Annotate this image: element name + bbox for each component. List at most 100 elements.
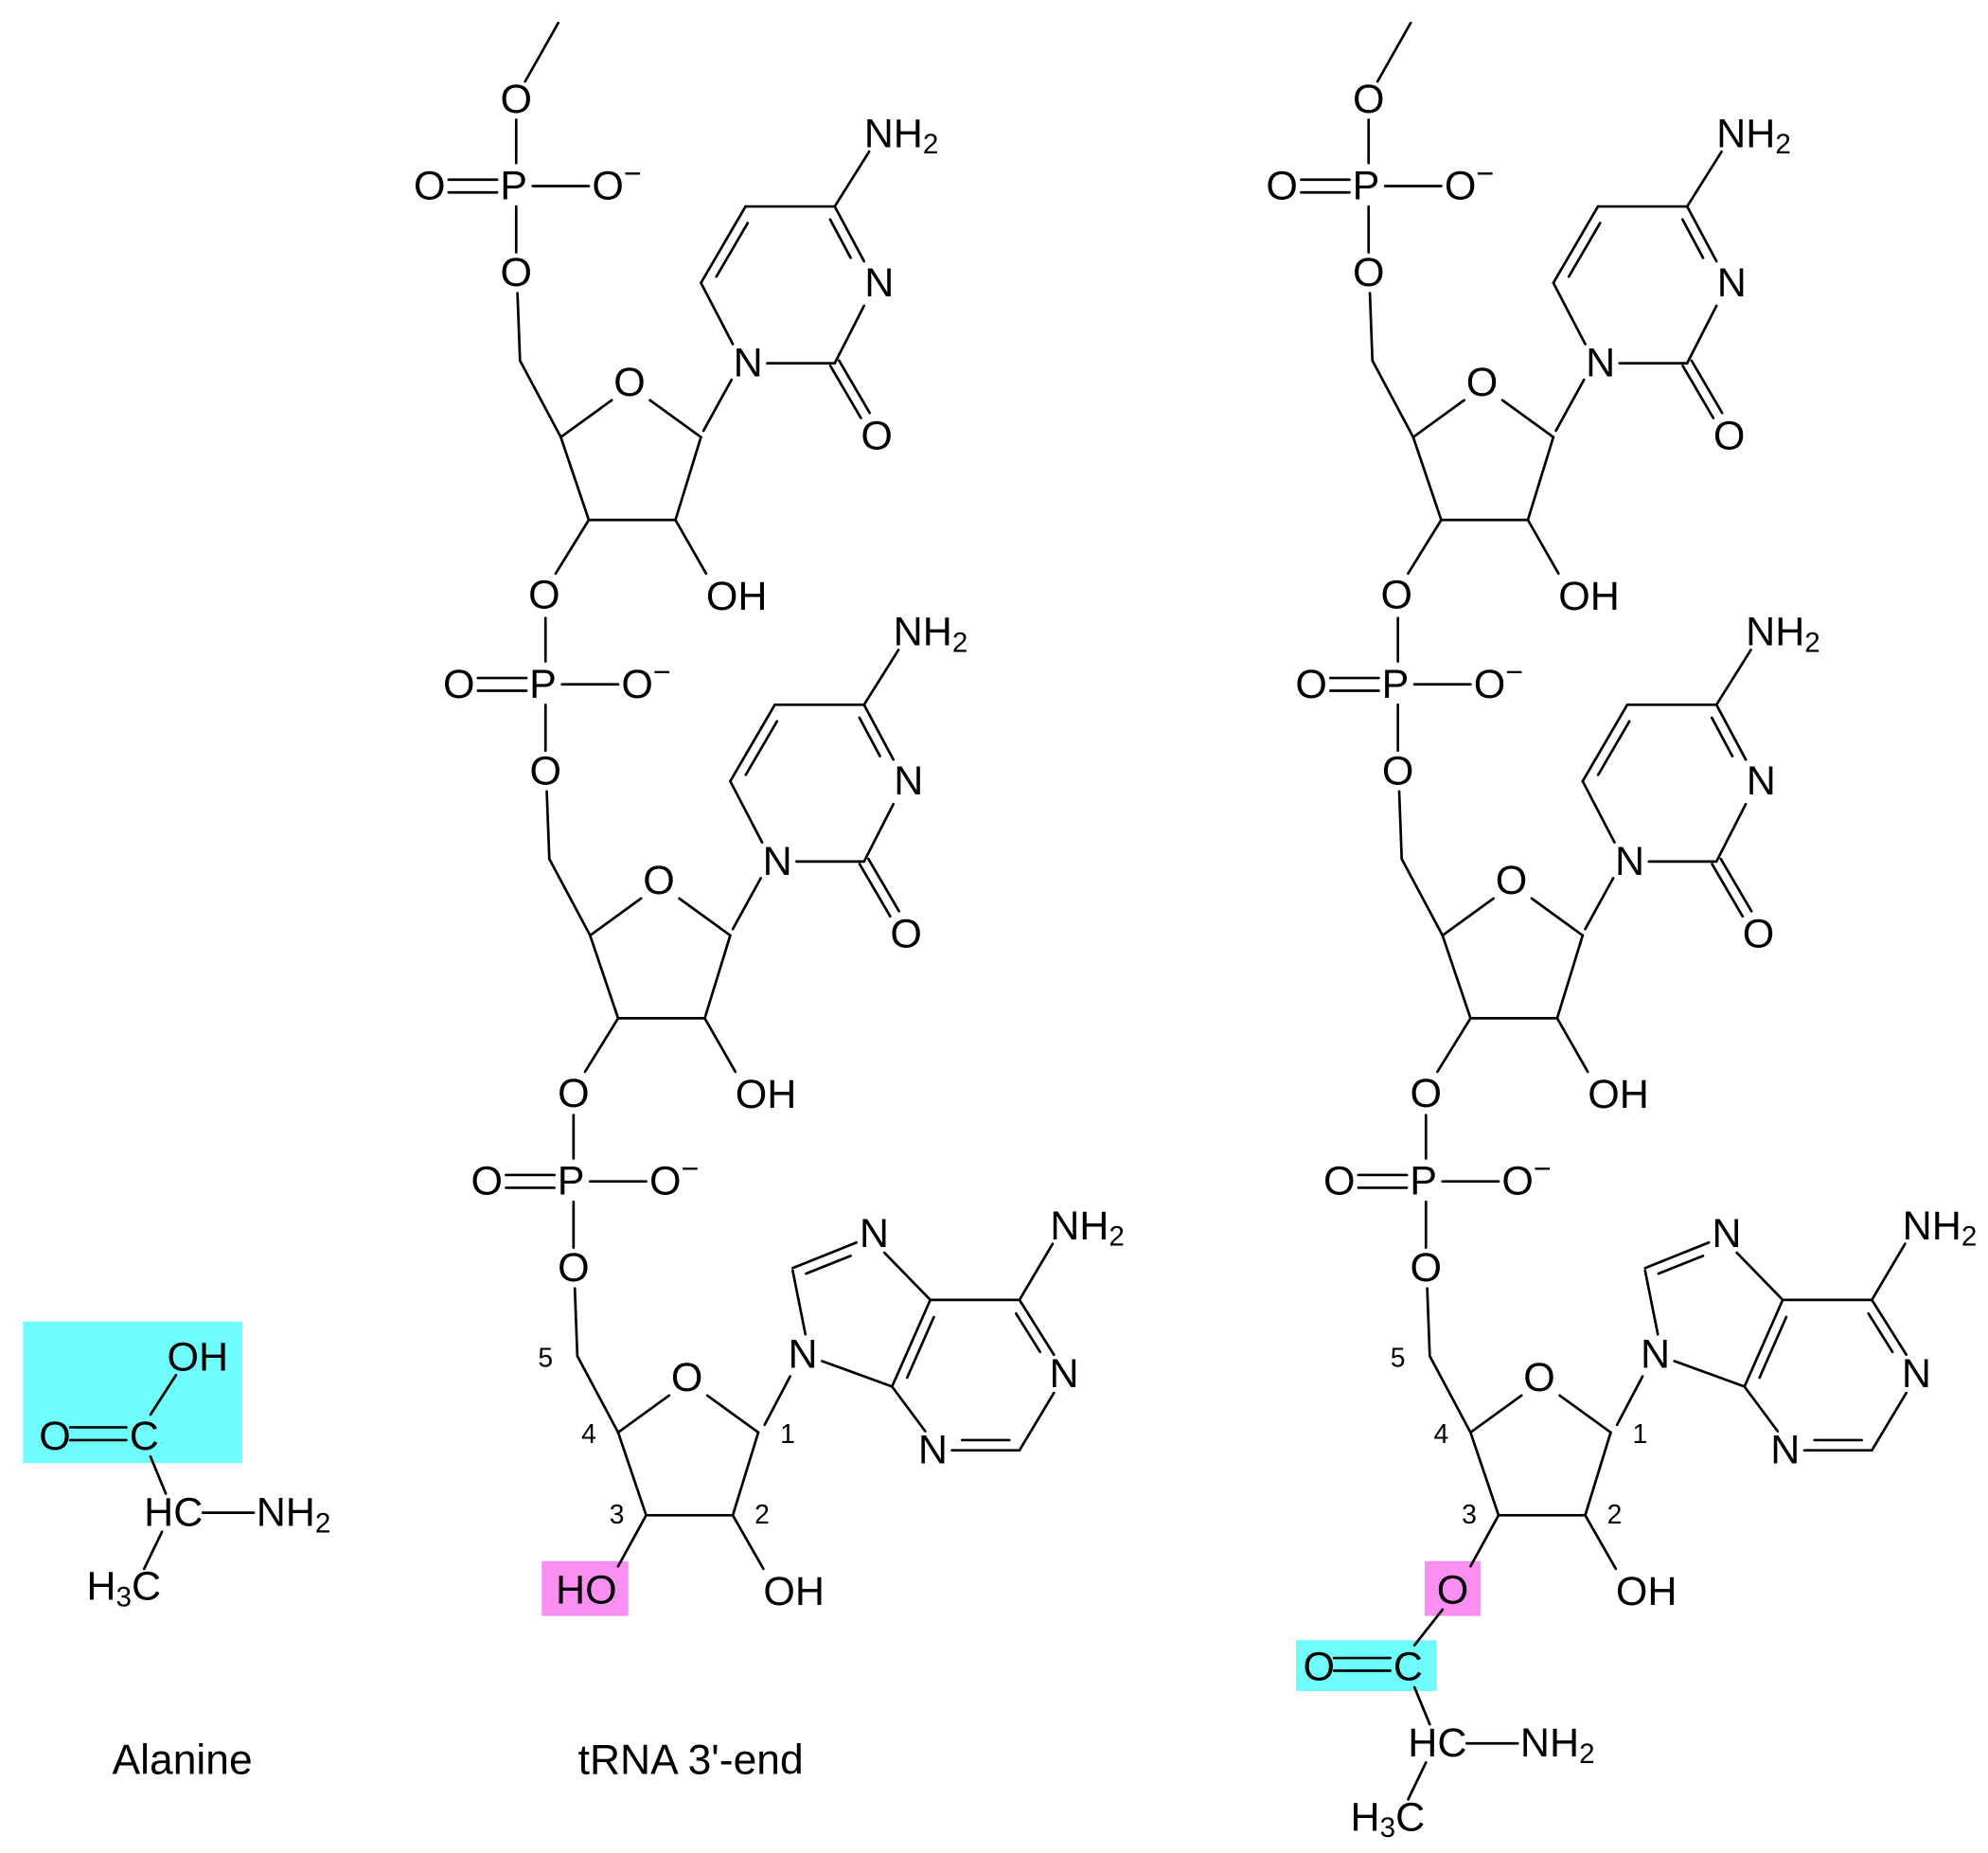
bonds — [68, 21, 1908, 1801]
ribose-number-2: 2 — [1607, 1499, 1623, 1529]
bond — [1681, 364, 1715, 419]
bond — [648, 399, 702, 439]
bond — [142, 1530, 164, 1571]
caption-trna-3-end: tRNA 3'-end — [578, 1737, 804, 1784]
bond — [1397, 790, 1404, 861]
oxide-label: O− — [592, 156, 641, 208]
hydroxyl-label: OH — [1558, 574, 1620, 619]
oxygen-label: O — [1295, 662, 1327, 707]
bond — [554, 518, 591, 576]
bond — [858, 863, 892, 918]
oxygen-label: O — [558, 1071, 590, 1116]
bond — [1555, 1017, 1589, 1074]
bond — [1710, 716, 1734, 757]
bond — [1552, 205, 1600, 285]
bond — [1581, 703, 1629, 783]
oxygen-label: O — [1743, 912, 1775, 957]
bond — [862, 649, 900, 706]
oxygen-label: O — [1713, 413, 1746, 458]
hydroxyl-label: OH — [763, 1569, 825, 1614]
bond — [1711, 863, 1745, 918]
bond — [1018, 1242, 1055, 1302]
ring-oxygen-label: O — [1466, 360, 1499, 405]
bond — [678, 897, 732, 937]
nitrogen-label: N — [1641, 1332, 1670, 1378]
carbon-label: C — [1393, 1644, 1423, 1689]
bond — [1469, 1394, 1523, 1434]
bond — [1743, 1298, 1784, 1388]
bond — [858, 716, 881, 757]
bond — [616, 1394, 671, 1434]
oxygen-label: O — [443, 662, 475, 707]
bond — [867, 857, 901, 913]
amino-label: NH2​ — [1716, 111, 1791, 159]
bond — [833, 150, 871, 208]
phosphorus-label: P — [1353, 164, 1380, 209]
bond — [828, 218, 852, 259]
amino-label: NH2​ — [864, 111, 939, 159]
bond — [149, 1373, 178, 1416]
bond — [1554, 378, 1586, 433]
ribose-number-1: 1 — [780, 1418, 795, 1449]
bond — [1867, 1311, 1894, 1354]
bond — [1735, 1251, 1784, 1302]
methyl-label: H3​C — [1351, 1794, 1426, 1843]
bond — [1584, 1513, 1618, 1571]
bond — [1714, 802, 1748, 864]
bond — [731, 1431, 760, 1517]
bond — [890, 1385, 927, 1433]
amino-label: NH2​ — [1520, 1720, 1595, 1769]
bond — [1436, 1017, 1472, 1074]
amino-label: NH2​ — [1746, 610, 1820, 658]
bond — [833, 304, 866, 365]
oxygen-label: O — [471, 1159, 503, 1204]
bond — [1685, 205, 1718, 263]
bond — [674, 518, 708, 576]
ribose-number-5: 5 — [538, 1342, 553, 1372]
ribose-number-4: 4 — [1434, 1418, 1449, 1449]
oxygen-label: O — [1353, 250, 1385, 295]
phosphorus-label: P — [1382, 662, 1410, 707]
oxygen-label: O — [528, 573, 560, 618]
oxygen-label: O — [1303, 1644, 1335, 1689]
bond — [1526, 518, 1560, 576]
oxygen-label: O — [1353, 77, 1385, 122]
oxide-label: O− — [649, 1151, 699, 1203]
bond — [1376, 21, 1412, 83]
highlights — [23, 1321, 1482, 1692]
bond — [547, 857, 592, 937]
hydroxyl-highlight — [541, 1560, 629, 1616]
nitrogen-label: N — [789, 1332, 818, 1378]
ribose-number-3: 3 — [1462, 1499, 1477, 1529]
bond — [1596, 720, 1631, 776]
bond — [1871, 1298, 1908, 1357]
bond — [1673, 1360, 1747, 1388]
bond — [729, 779, 764, 845]
amino-label: NH2​ — [1903, 1203, 1978, 1252]
bond — [1552, 281, 1587, 346]
oxygen-label: O — [1266, 164, 1298, 209]
nitrogen-label: N — [1770, 1428, 1800, 1473]
bond — [701, 378, 734, 433]
bond — [1584, 1431, 1612, 1517]
bond — [838, 359, 872, 415]
hydroxyl-label: OH — [736, 1072, 797, 1117]
bond — [588, 897, 643, 937]
nitrogen-label: N — [1615, 839, 1644, 884]
bond — [1719, 857, 1753, 913]
bond — [862, 802, 896, 864]
nitrogen-label: N — [894, 758, 923, 804]
bond — [1428, 1354, 1472, 1434]
bond — [729, 703, 776, 783]
bond — [1743, 1385, 1780, 1433]
bond — [149, 1455, 168, 1495]
nitrogen-label: N — [1902, 1351, 1931, 1397]
ribose-number-1: 1 — [1633, 1418, 1648, 1449]
bond — [1469, 1431, 1500, 1517]
oxygen-label: O — [501, 77, 533, 122]
bond — [820, 1360, 894, 1388]
caption-alanine: Alanine — [113, 1737, 253, 1784]
carbon-label: C — [130, 1414, 159, 1459]
bond — [1685, 304, 1718, 365]
oxygen-label: O — [890, 912, 922, 957]
